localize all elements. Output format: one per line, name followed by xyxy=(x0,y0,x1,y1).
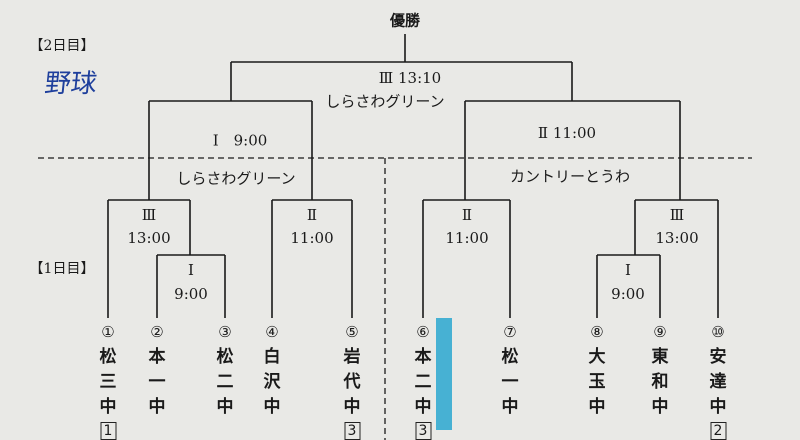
team-name-char: 二 xyxy=(414,372,432,392)
team-entry: ② 本一中 xyxy=(149,320,166,420)
team-name-char: 中 xyxy=(343,397,361,417)
team-number: ④ xyxy=(265,323,279,341)
team-entry: ⑦ 松一中 xyxy=(502,320,519,420)
right-semi-venue: カントリーとうわ xyxy=(509,167,631,186)
handwritten-note: 野球 xyxy=(43,69,99,99)
team-entry: ③ 松二中 xyxy=(217,320,234,420)
highlighter-mark xyxy=(436,318,452,430)
team-name-char: 中 xyxy=(99,397,117,417)
team-name-char: 松 xyxy=(501,347,519,367)
team-name-char: 中 xyxy=(501,397,519,417)
team-name-char: 大 xyxy=(588,347,606,367)
team-name-char: 二 xyxy=(216,372,234,392)
team-name-char: 一 xyxy=(148,372,166,392)
team-number: ② xyxy=(150,323,164,341)
team-name-char: 三 xyxy=(99,372,117,392)
game-time: 9:00 xyxy=(174,285,208,303)
team-number: ⑤ xyxy=(345,323,359,341)
team-entry: ⑩ 安達中 2 xyxy=(710,320,727,440)
team-number: ⑧ xyxy=(590,323,604,341)
team-entry: ⑨ 東和中 xyxy=(652,320,669,420)
team-name-char: 岩 xyxy=(343,347,361,367)
seed-badge: 1 xyxy=(100,422,116,440)
team-name-char: 和 xyxy=(651,372,669,392)
team-name-char: 白 xyxy=(263,347,281,367)
left-semi-round: Ⅰ 9:00 xyxy=(212,131,268,150)
team-name-char: 中 xyxy=(651,397,669,417)
team-number: ③ xyxy=(218,323,232,341)
game-round: Ⅱ xyxy=(461,206,473,224)
team-name-char: 松 xyxy=(99,347,117,367)
team-number: ⑨ xyxy=(653,323,667,341)
champion-label: 優勝 xyxy=(389,11,421,30)
team-name-char: 玉 xyxy=(588,372,606,392)
game-round: Ⅱ xyxy=(306,206,318,224)
game-round: Ⅰ xyxy=(625,261,631,279)
team-number: ⑩ xyxy=(711,323,725,341)
game-time: 11:00 xyxy=(445,229,489,247)
team-name-char: 中 xyxy=(709,397,727,417)
team-name-char: 代 xyxy=(343,372,361,392)
team-name-char: 東 xyxy=(651,347,669,367)
game-time: 11:00 xyxy=(290,229,334,247)
team-entry: ⑥ 本二中 3 xyxy=(415,320,432,440)
game-round: Ⅲ xyxy=(141,206,157,224)
game-time: 13:00 xyxy=(127,229,171,247)
seed-badge: 3 xyxy=(415,422,431,440)
game-time: 9:00 xyxy=(611,285,645,303)
team-name-char: 中 xyxy=(263,397,281,417)
team-name-char: 安 xyxy=(709,347,727,367)
team-name-char: 中 xyxy=(588,397,606,417)
seed-badge: 2 xyxy=(710,422,726,440)
team-name-char: 中 xyxy=(216,397,234,417)
team-name-char: 松 xyxy=(216,347,234,367)
team-name-char: 本 xyxy=(148,347,166,367)
team-name-char: 一 xyxy=(501,372,519,392)
team-entry: ⑤ 岩代中 3 xyxy=(344,320,361,440)
team-entry: ⑧ 大玉中 xyxy=(589,320,606,420)
seed-badge: 3 xyxy=(344,422,360,440)
day2-label: 【2日目】 xyxy=(29,38,95,54)
team-number: ① xyxy=(101,323,115,341)
day1-label: 【1日目】 xyxy=(29,261,95,277)
team-number: ⑥ xyxy=(416,323,430,341)
right-semi-round: Ⅱ 11:00 xyxy=(537,124,597,142)
game-round: Ⅲ xyxy=(669,206,685,224)
team-entry: ④ 白沢中 xyxy=(264,320,281,420)
game-time: 13:00 xyxy=(655,229,699,247)
team-name-char: 本 xyxy=(414,347,432,367)
team-name-char: 中 xyxy=(148,397,166,417)
team-name-char: 中 xyxy=(414,397,432,417)
game-round: Ⅰ xyxy=(188,261,194,279)
left-semi-venue: しらさわグリーン xyxy=(176,169,296,188)
team-name-char: 達 xyxy=(709,372,727,392)
team-number: ⑦ xyxy=(503,323,517,341)
team-name-char: 沢 xyxy=(263,372,281,392)
final-venue: しらさわグリーン xyxy=(322,90,448,112)
final-round: Ⅲ 13:10 xyxy=(378,69,442,87)
team-entry: ① 松三中 1 xyxy=(100,320,117,440)
